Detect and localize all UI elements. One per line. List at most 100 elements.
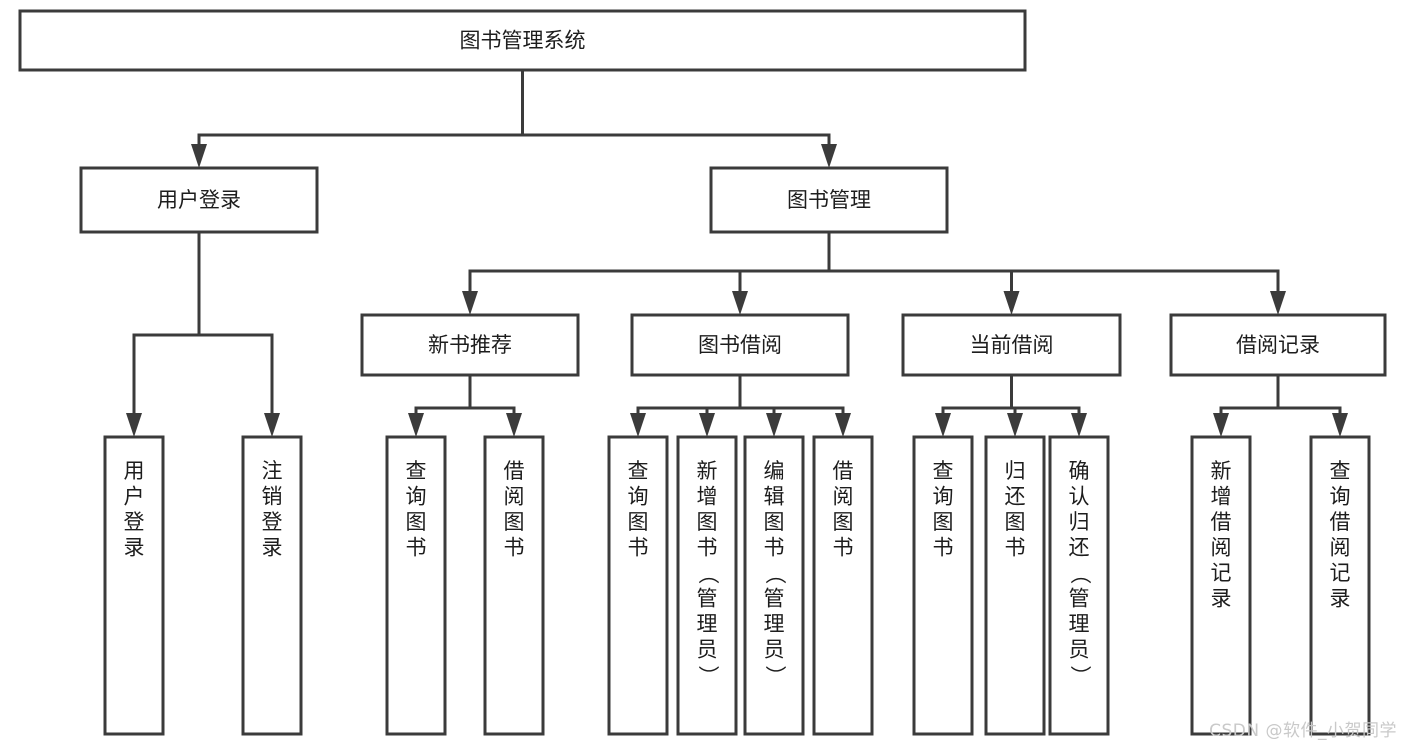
node-leaf-1-label-char: 注 (262, 459, 283, 483)
node-leaf-10-label-char: 确 (1069, 459, 1090, 483)
node-leaf-3-rect[interactable] (483, 435, 545, 736)
node-level3-0[interactable]: 新书推荐 (360, 313, 580, 377)
node-leaf-6-label-char: ） (763, 665, 787, 686)
arrow-leaf-5 (699, 413, 715, 437)
node-level2-0-label: 用户登录 (157, 188, 241, 212)
node-leaf-8-rect[interactable] (912, 435, 974, 736)
node-leaf-9-label-char: 图 (1005, 510, 1026, 534)
node-leaf-12-rect[interactable] (1309, 435, 1371, 736)
node-leaf-5-label-char: 管 (697, 586, 718, 610)
node-leaf-0-label-char: 用 (124, 459, 145, 483)
node-leaf-7[interactable]: 借阅图书借阅图书 (812, 435, 874, 736)
node-leaf-1[interactable]: 注销登录注销登录 (241, 435, 303, 736)
node-leaf-7-label-char: 图 (833, 510, 854, 534)
node-leaf-0-label-char: 登 (124, 510, 145, 534)
arrow-leaf-1 (264, 413, 280, 437)
node-root[interactable]: 图书管理系统 (18, 9, 1027, 72)
node-root-rect[interactable] (18, 9, 1027, 72)
node-leaf-10-label-char: 理 (1069, 612, 1090, 636)
node-leaf-11-label-char: 新 (1211, 459, 1232, 483)
node-leaf-10-label-char: 认 (1069, 484, 1090, 508)
node-leaf-0-label-char: 户 (124, 484, 145, 508)
node-level2-1-label: 图书管理 (787, 188, 871, 212)
node-leaf-8-label-char: 书 (933, 535, 954, 559)
node-leaf-4-rect[interactable] (607, 435, 669, 736)
node-leaf-11-label-char: 记 (1211, 561, 1232, 585)
node-leaf-6-label-char: 管 (764, 586, 785, 610)
node-leaf-1-label-char: 销 (262, 484, 283, 508)
node-leaf-12-label-char: 阅 (1330, 535, 1351, 559)
node-leaf-11[interactable]: 新增借阅记录新增借阅记录 (1190, 435, 1252, 736)
node-leaf-7-rect[interactable] (812, 435, 874, 736)
node-leaf-6-label-char: 书 (764, 535, 785, 559)
node-leaf-0-rect[interactable] (103, 435, 165, 736)
node-leaf-11-label-char: 增 (1211, 484, 1232, 508)
node-leaf-2-label-char: 书 (406, 535, 427, 559)
node-leaf-4-label-char: 图 (628, 510, 649, 534)
node-leaf-11-label-char: 借 (1211, 510, 1232, 534)
arrow-leaf-8 (935, 413, 951, 437)
node-leaf-4-label-char: 查 (628, 459, 649, 483)
node-leaf-10-label-char: 归 (1069, 510, 1090, 534)
node-leaf-5-label-char: 理 (697, 612, 718, 636)
node-level2-0-rect[interactable] (79, 166, 319, 234)
node-leaf-10-rect[interactable] (1048, 435, 1110, 736)
node-leaf-6-label-char: 员 (764, 637, 785, 661)
arrow-books-0 (462, 291, 478, 315)
node-leaf-5-label-char: ） (696, 665, 720, 686)
node-leaf-6-label-char: 辑 (764, 484, 785, 508)
node-leaf-7-label-char: 书 (833, 535, 854, 559)
node-level2-1[interactable]: 图书管理 (709, 166, 949, 234)
node-leaf-9[interactable]: 归还图书归还图书 (984, 435, 1046, 736)
node-level3-0-rect[interactable] (360, 313, 580, 377)
node-leaf-6-label-char: 图 (764, 510, 785, 534)
node-leaf-0-label-char: 录 (124, 535, 145, 559)
node-leaf-10-label-char: 管 (1069, 586, 1090, 610)
node-leaf-9-rect[interactable] (984, 435, 1046, 736)
node-leaf-9-label-char: 书 (1005, 535, 1026, 559)
node-leaf-3[interactable]: 借阅图书借阅图书 (483, 435, 545, 736)
node-leaf-4-label-char: 书 (628, 535, 649, 559)
node-leaf-5-rect[interactable] (676, 435, 738, 736)
node-leaf-11-label-char: 阅 (1211, 535, 1232, 559)
node-leaf-5-label-char: 员 (697, 637, 718, 661)
node-level3-1-label: 图书借阅 (698, 333, 782, 357)
node-level2-0[interactable]: 用户登录 (79, 166, 319, 234)
node-leaf-10-label-char: 员 (1069, 637, 1090, 661)
node-leaf-12-label-char: 询 (1330, 484, 1351, 508)
node-leaf-12-label-char: 录 (1330, 586, 1351, 610)
node-leaf-4[interactable]: 查询图书查询图书 (607, 435, 669, 736)
node-level3-2-label: 当前借阅 (970, 333, 1054, 357)
node-leaf-10-label-char: （ (1068, 563, 1092, 584)
node-level3-1[interactable]: 图书借阅 (630, 313, 850, 377)
node-leaf-8-label-char: 询 (933, 484, 954, 508)
arrow-books-2 (1003, 291, 1020, 315)
arrow-leaf-6 (766, 413, 782, 437)
node-leaf-10-label-char: 还 (1069, 535, 1090, 559)
node-leaf-2[interactable]: 查询图书查询图书 (385, 435, 447, 736)
node-leaf-2-label-char: 询 (406, 484, 427, 508)
node-level3-2-rect[interactable] (901, 313, 1122, 377)
arrow-leaf-12 (1332, 413, 1348, 437)
node-leaf-8[interactable]: 查询图书查询图书 (912, 435, 974, 736)
arrow-leaf-0 (126, 413, 142, 437)
node-leaf-2-rect[interactable] (385, 435, 447, 736)
node-leaf-0[interactable]: 用户登录用户登录 (103, 435, 165, 736)
node-leaf-2-label-char: 查 (406, 459, 427, 483)
node-level3-2[interactable]: 当前借阅 (901, 313, 1122, 377)
node-level3-0-label: 新书推荐 (428, 333, 512, 357)
node-leaf-10-label-char: ） (1068, 665, 1092, 686)
node-level3-3[interactable]: 借阅记录 (1169, 313, 1387, 377)
node-leaf-5-label-char: 图 (697, 510, 718, 534)
node-leaf-12-label-char: 查 (1330, 459, 1351, 483)
node-leaf-11-rect[interactable] (1190, 435, 1252, 736)
node-leaf-1-rect[interactable] (241, 435, 303, 736)
node-leaf-1-label-char: 登 (262, 510, 283, 534)
node-level3-3-label: 借阅记录 (1236, 333, 1320, 357)
node-leaf-4-label-char: 询 (628, 484, 649, 508)
node-leaf-3-label-char: 阅 (504, 484, 525, 508)
node-leaf-12[interactable]: 查询借阅记录查询借阅记录 (1309, 435, 1371, 736)
